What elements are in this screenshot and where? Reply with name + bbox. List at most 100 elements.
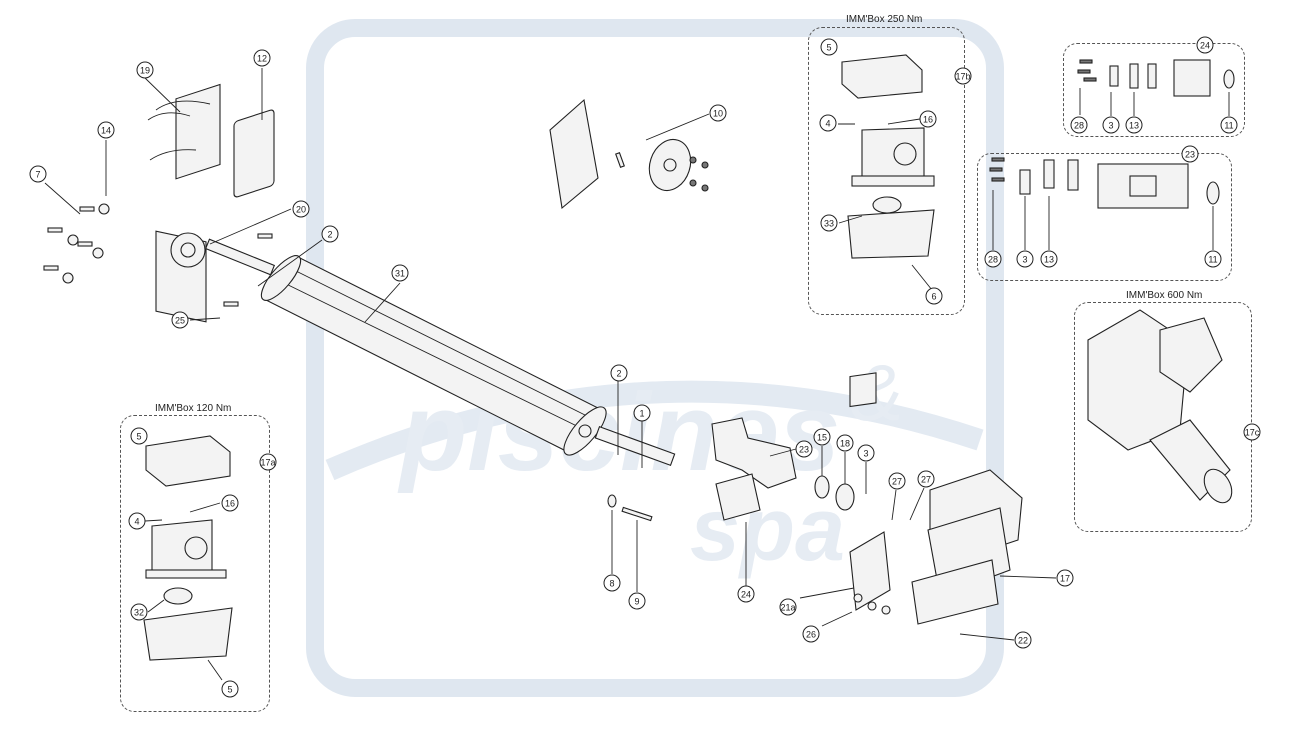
group-title-120: IMM'Box 120 Nm (155, 403, 232, 414)
callout-circle (795, 440, 813, 458)
callout-circle (1056, 569, 1074, 587)
group-box-120 (120, 415, 270, 712)
callout-15: 15 (813, 428, 831, 446)
callout-label: 4 (134, 517, 139, 527)
kit-23-coupler-neck (1129, 175, 1157, 197)
circlip-8 (607, 494, 617, 508)
lead-23-lower (769, 448, 797, 457)
lead-10 (645, 113, 710, 141)
kit-24-screw-a (1079, 59, 1093, 64)
callout-circle (1102, 116, 1120, 134)
watermark-frame (306, 19, 1004, 697)
right-shaft (594, 425, 676, 467)
group-title-600: IMM'Box 600 Nm (1126, 290, 1203, 301)
left-shaft-assembly (147, 83, 276, 323)
callout-circle (1040, 250, 1058, 268)
callout-label: 19 (140, 66, 150, 76)
callout-label: 1 (639, 409, 644, 419)
tray-120 (143, 607, 233, 661)
callout-label: 21a (780, 603, 795, 613)
callout-circle (802, 625, 820, 643)
callout-label: 3 (1108, 121, 1113, 131)
callout-label: 16 (225, 499, 235, 509)
callout-label: 33 (824, 219, 834, 229)
callout-25: 25 (171, 311, 189, 329)
plate-3-lower (849, 372, 877, 408)
callout-17b: 17b (954, 67, 972, 85)
part-10-assembly (549, 98, 709, 210)
screw-3 (77, 241, 93, 247)
callout-circle (888, 472, 906, 490)
bracket-21a (849, 531, 891, 611)
callout-circle (857, 444, 875, 462)
callout-circle (633, 404, 651, 422)
callout-31: 31 (391, 264, 409, 282)
kit-23-screw-b (989, 167, 1003, 172)
kit-24-block (1173, 59, 1211, 97)
callout-circle (259, 453, 277, 471)
callout-26: 26 (802, 625, 820, 643)
callout-circle (737, 585, 755, 603)
callout-circle (820, 214, 838, 232)
tube-stripe-2 (289, 267, 596, 421)
kit-24-ring (1223, 69, 1235, 89)
lead-17 (999, 575, 1057, 579)
group-box-kit-23 (977, 153, 1232, 281)
callout-circle (221, 680, 239, 698)
callout-2: 2 (610, 364, 628, 382)
callout-label: 17a (260, 458, 275, 468)
left-shaft (204, 238, 276, 276)
callout-label: 31 (395, 269, 405, 279)
callout-27: 27 (917, 470, 935, 488)
callout-label: 2 (616, 369, 621, 379)
kit-24-plate-a (1109, 65, 1119, 87)
group-box-600 (1074, 302, 1252, 532)
screw-4 (43, 265, 59, 271)
callout-32: 32 (130, 603, 148, 621)
callout-circle (813, 428, 831, 446)
callout-6: 6 (925, 287, 943, 305)
callout-circle (130, 427, 148, 445)
callout-17a: 17a (259, 453, 277, 471)
callout-label: 20 (296, 205, 306, 215)
callout-label: 14 (101, 126, 111, 136)
lead-26 (821, 611, 853, 627)
output-end-600 (1203, 468, 1233, 504)
lead-31 (364, 282, 401, 323)
callout-circle (954, 67, 972, 85)
callout-label: 5 (826, 43, 831, 53)
lid-250 (841, 54, 923, 99)
callout-10: 10 (709, 104, 727, 122)
base-plate-120 (145, 569, 227, 579)
callout-16: 16 (919, 110, 937, 128)
callout-circle (253, 49, 271, 67)
kit-23-screw-a (991, 157, 1005, 162)
nut-10-d (701, 184, 709, 192)
group-title-250: IMM'Box 250 Nm (846, 14, 923, 25)
callout-label: 27 (892, 477, 902, 487)
callout-circle (779, 598, 797, 616)
callout-20: 20 (292, 200, 310, 218)
base-plate-250 (851, 175, 935, 187)
nut-10-a (689, 156, 697, 164)
callout-label: 9 (634, 597, 639, 607)
callout-21a: 21a (779, 598, 797, 616)
capacitor-250 (872, 196, 902, 214)
callout-24: 24 (1196, 36, 1214, 54)
box-250-parts (841, 54, 935, 259)
washer-4 (62, 272, 74, 284)
callout-12: 12 (253, 49, 271, 67)
tray-250 (847, 209, 935, 259)
callout-circle (128, 512, 146, 530)
callout-28: 28 (1070, 116, 1088, 134)
lid-120 (145, 435, 231, 487)
callout-label: 24 (741, 590, 751, 600)
kit-23-ring (1206, 181, 1220, 205)
kit-24-screw-c (1083, 77, 1097, 82)
capacitor-120 (163, 587, 193, 605)
callout-8: 8 (603, 574, 621, 592)
callout-1: 1 (633, 404, 651, 422)
lead-5-120-lower (207, 659, 223, 681)
